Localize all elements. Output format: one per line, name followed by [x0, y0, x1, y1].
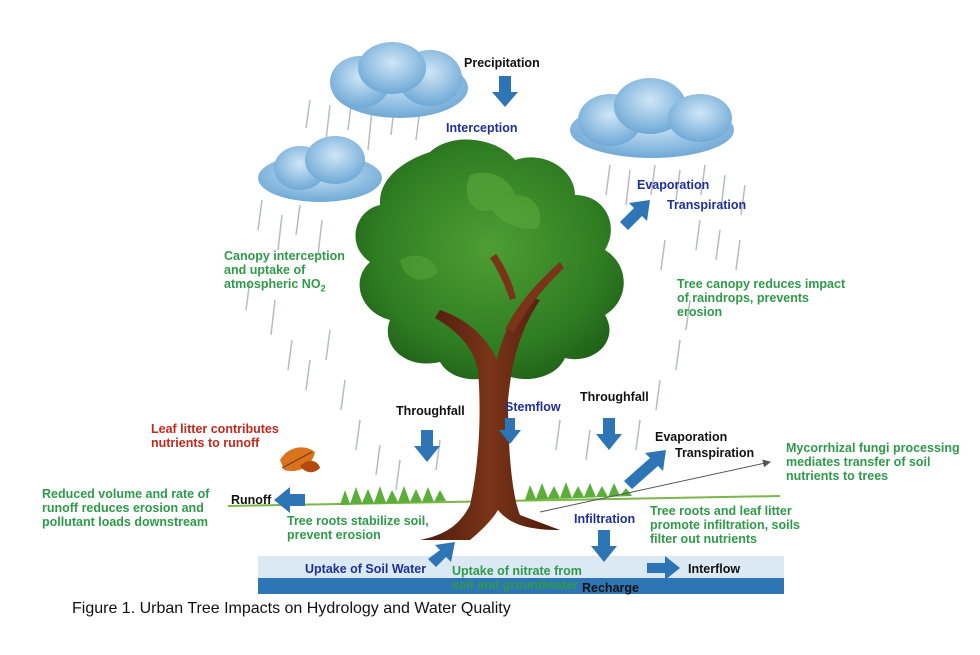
infiltration-arrow-icon [591, 530, 617, 562]
tree-trunk [420, 254, 564, 540]
stemflow-label: Stemflow [505, 400, 561, 414]
grass-left [340, 486, 446, 505]
runoff-arrow-icon [274, 487, 305, 513]
figure-caption: Figure 1. Urban Tree Impacts on Hydrolog… [72, 600, 511, 617]
roots-stabilize-label: Tree roots stabilize soil, prevent erosi… [287, 514, 429, 542]
leaf-litter-line-1: Leaf litter contributes [151, 422, 279, 436]
evaporation-ground-label: Evaporation [655, 430, 728, 444]
reduced-runoff-label: Reduced volume and rate of runoff reduce… [42, 487, 209, 529]
stemflow-arrow-icon [499, 418, 521, 444]
throughfall-right-arrow-icon [596, 418, 622, 450]
tree-canopy-line-1: Tree canopy reduces impact [677, 277, 846, 291]
uptake-nitrate-line-2: soil and groundwater [452, 578, 579, 592]
cloud-right [570, 78, 734, 158]
reduced-line-3: pollutant loads downstream [42, 515, 208, 529]
roots-litter-label: Tree roots and leaf litter promote infil… [650, 504, 800, 546]
tree-canopy [355, 139, 624, 380]
evaporation-top-label: Evaporation [637, 178, 710, 192]
throughfall-left-label: Throughfall [396, 404, 465, 418]
uptake-soil-water-label: Uptake of Soil Water [305, 562, 427, 576]
canopy-interception-line-3-text: atmospheric NO [224, 277, 321, 291]
canopy-interception-label: Canopy interception and uptake of atmosp… [224, 249, 345, 296]
mycorrhizal-pointer-line [539, 459, 771, 513]
mycorrhizal-line-2: mediates transfer of soil [786, 455, 931, 469]
precipitation-arrow-icon [492, 76, 518, 107]
no2-subscript: 2 [320, 283, 326, 294]
transpiration-top-label: Transpiration [667, 198, 747, 212]
canopy-interception-line-2: and uptake of [224, 263, 306, 277]
canopy-interception-line-1: Canopy interception [224, 249, 345, 263]
roots-litter-line-1: Tree roots and leaf litter [650, 504, 792, 518]
tree-canopy-label: Tree canopy reduces impact of raindrops,… [677, 277, 845, 319]
interception-label: Interception [446, 121, 518, 135]
mycorrhizal-label: Mycorrhizal fungi processing mediates tr… [786, 441, 960, 483]
tree-canopy-line-2: of raindrops, prevents [677, 291, 809, 305]
roots-stabilize-line-1: Tree roots stabilize soil, [287, 514, 429, 528]
recharge-label: Recharge [582, 581, 639, 595]
cloud-left [258, 136, 382, 202]
roots-litter-line-2: promote infiltration, soils [650, 518, 801, 532]
precipitation-label: Precipitation [464, 56, 540, 70]
throughfall-right-label: Throughfall [580, 390, 649, 404]
leaf-litter-line-2: nutrients to runoff [151, 436, 260, 450]
interflow-arrow-icon [647, 556, 680, 580]
leaf-litter-icon [280, 447, 320, 473]
evaporation-ground-arrow-icon [624, 450, 666, 489]
runoff-label: Runoff [231, 493, 272, 507]
arrows [274, 76, 680, 580]
uptake-nitrate-label: Uptake of nitrate from soil and groundwa… [452, 564, 582, 592]
interflow-label: Interflow [688, 562, 741, 576]
throughfall-left-arrow-icon [414, 430, 440, 462]
transpiration-ground-label: Transpiration [675, 446, 755, 460]
reduced-line-1: Reduced volume and rate of [42, 487, 210, 501]
mycorrhizal-line-3: nutrients to trees [786, 469, 889, 483]
leaf-litter-label: Leaf litter contributes nutrients to run… [151, 422, 279, 450]
grass-right [525, 482, 632, 500]
uptake-nitrate-line-1: Uptake of nitrate from [452, 564, 582, 578]
reduced-line-2: runoff reduces erosion and [42, 501, 204, 515]
roots-litter-line-3: filter out nutrients [650, 532, 757, 546]
cloud-top-center [330, 42, 468, 118]
mycorrhizal-line-1: Mycorrhizal fungi processing [786, 441, 960, 455]
infiltration-label: Infiltration [574, 512, 636, 526]
canopy-interception-line-3: atmospheric NO2 [224, 277, 345, 296]
tree-canopy-line-3: erosion [677, 305, 723, 319]
recharge-band [258, 578, 784, 594]
uptake-arrow-icon [428, 542, 455, 567]
roots-stabilize-line-2: prevent erosion [287, 528, 381, 542]
evaporation-top-arrow-icon [620, 200, 650, 230]
